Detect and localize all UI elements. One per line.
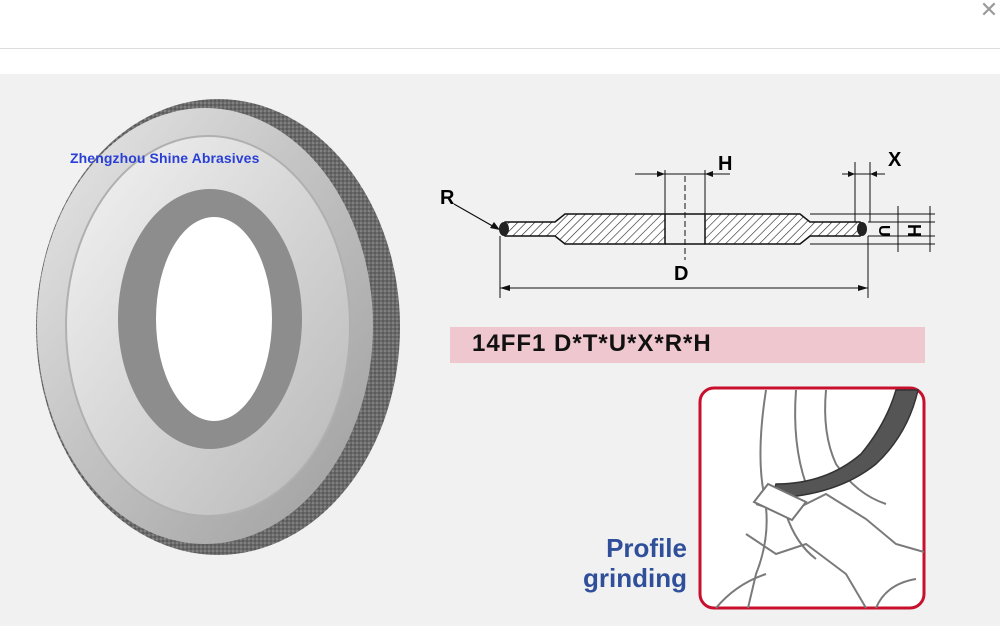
formula-text: 14FF1 D*T*U*X*R*H (472, 330, 712, 357)
wheel-bore (156, 217, 272, 421)
profile-label-line1: Profile (606, 533, 687, 563)
profile-label-line2: grinding (583, 563, 687, 593)
label-d: D (674, 263, 688, 285)
watermark-text: Zhengzhou Shine Abrasives (70, 150, 260, 166)
profile-grinding-inset (698, 386, 926, 610)
top-bar: ✕ (0, 0, 1000, 49)
label-h-top: H (718, 153, 732, 175)
close-icon[interactable]: ✕ (979, 0, 999, 22)
label-r: R (440, 187, 455, 209)
label-u: U (875, 225, 892, 237)
grinding-wheel-image (36, 99, 400, 555)
label-x: X (888, 149, 902, 171)
label-h-side: H (904, 224, 924, 237)
profile-grinding-label: Profile grinding (583, 533, 687, 593)
cross-section-diagram: R H X U H D (440, 149, 935, 298)
formula-banner (450, 327, 925, 363)
